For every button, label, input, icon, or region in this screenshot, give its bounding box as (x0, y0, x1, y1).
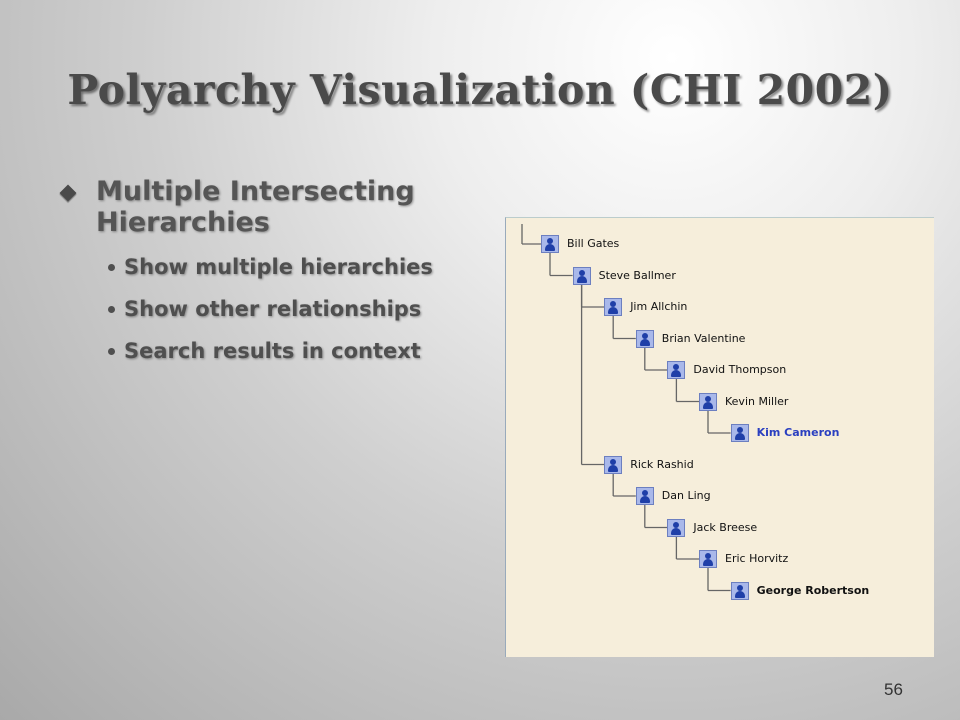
bullet-list: Multiple Intersecting Hierarchies Show m… (59, 176, 502, 378)
person-icon (699, 550, 717, 568)
tree-node-label: Brian Valentine (661, 331, 746, 345)
sub-bullet-list: Show multiple hierarchies Show other rel… (62, 252, 502, 367)
person-icon (699, 392, 717, 411)
sub-bullet: Search results in context (108, 336, 502, 367)
tree-node-label: Jim Allchin (630, 300, 688, 313)
tree-node-label: Steve Ballmer (598, 268, 676, 282)
sub-bullet: Show multiple hierarchies (108, 252, 502, 283)
sub-bullet-text: Show multiple hierarchies (124, 255, 433, 279)
tree-node-label: Kim Cameron (756, 426, 840, 439)
person-icon (667, 361, 686, 379)
sub-bullet: Show other relationships (108, 294, 502, 325)
person-icon (730, 424, 749, 442)
sub-bullet-text: Show other relationships (124, 297, 422, 321)
tree-node-label: Rick Rashid (630, 457, 694, 471)
person-icon (541, 235, 559, 253)
tree-node-label: Jack Breese (693, 520, 758, 534)
tree-node-label: Bill Gates (567, 237, 620, 250)
tree-node-label: Kevin Miller (725, 394, 789, 408)
main-bullet: Multiple Intersecting Hierarchies (59, 176, 502, 238)
dot-bullet-icon (108, 306, 115, 313)
tree-node-label: George Robertson (756, 583, 870, 597)
tree-node-label: Dan Ling (661, 489, 711, 502)
dot-bullet-icon (108, 264, 115, 271)
dot-bullet-icon (108, 348, 115, 355)
main-bullet-text: Multiple Intersecting Hierarchies (96, 176, 415, 238)
diamond-bullet-icon (59, 184, 77, 202)
page-number: 56 (884, 680, 903, 699)
tree-connectors (521, 224, 731, 592)
sub-bullet-text: Search results in context (124, 339, 421, 363)
person-icon (572, 266, 591, 285)
person-icon (667, 518, 686, 537)
slide-title: Polyarchy Visualization (CHI 2002) (67, 66, 893, 114)
tree-node-label: Eric Horvitz (725, 552, 789, 565)
person-icon (635, 329, 654, 348)
person-icon (730, 581, 749, 600)
tree-node-label: David Thompson (693, 363, 787, 376)
person-icon (604, 298, 623, 316)
person-icon (604, 455, 623, 474)
person-icon (635, 487, 654, 505)
